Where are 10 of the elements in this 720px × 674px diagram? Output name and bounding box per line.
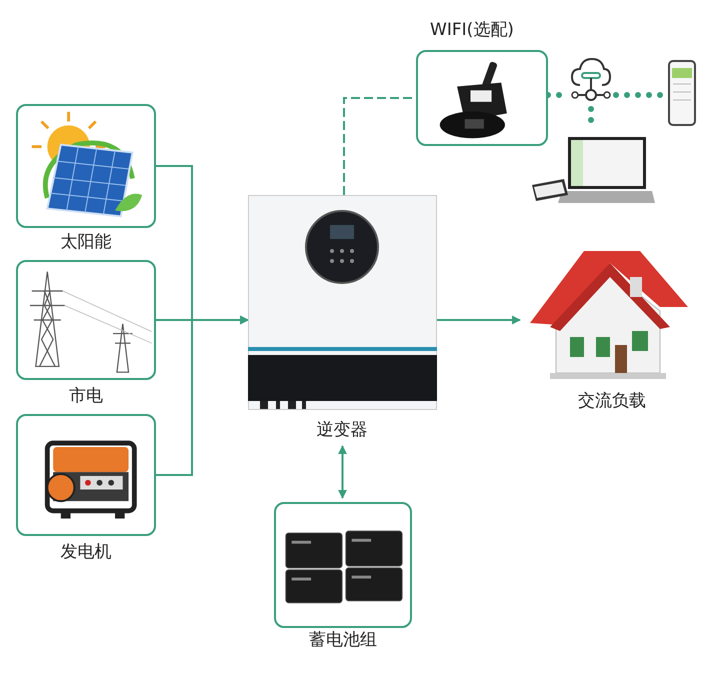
caption-label: 太阳能 (60, 232, 112, 252)
caption-label: 逆变器 (316, 420, 368, 440)
caption-label: 发电机 (60, 542, 112, 562)
caption-label: 交流负载 (578, 391, 646, 411)
arrow (338, 445, 347, 499)
arrow (437, 316, 521, 324)
caption-label: 蓄电池组 (309, 630, 377, 650)
arrow (156, 316, 249, 476)
caption-label: WIFI(选配) (430, 20, 514, 40)
caption-label: 市电 (69, 386, 103, 406)
